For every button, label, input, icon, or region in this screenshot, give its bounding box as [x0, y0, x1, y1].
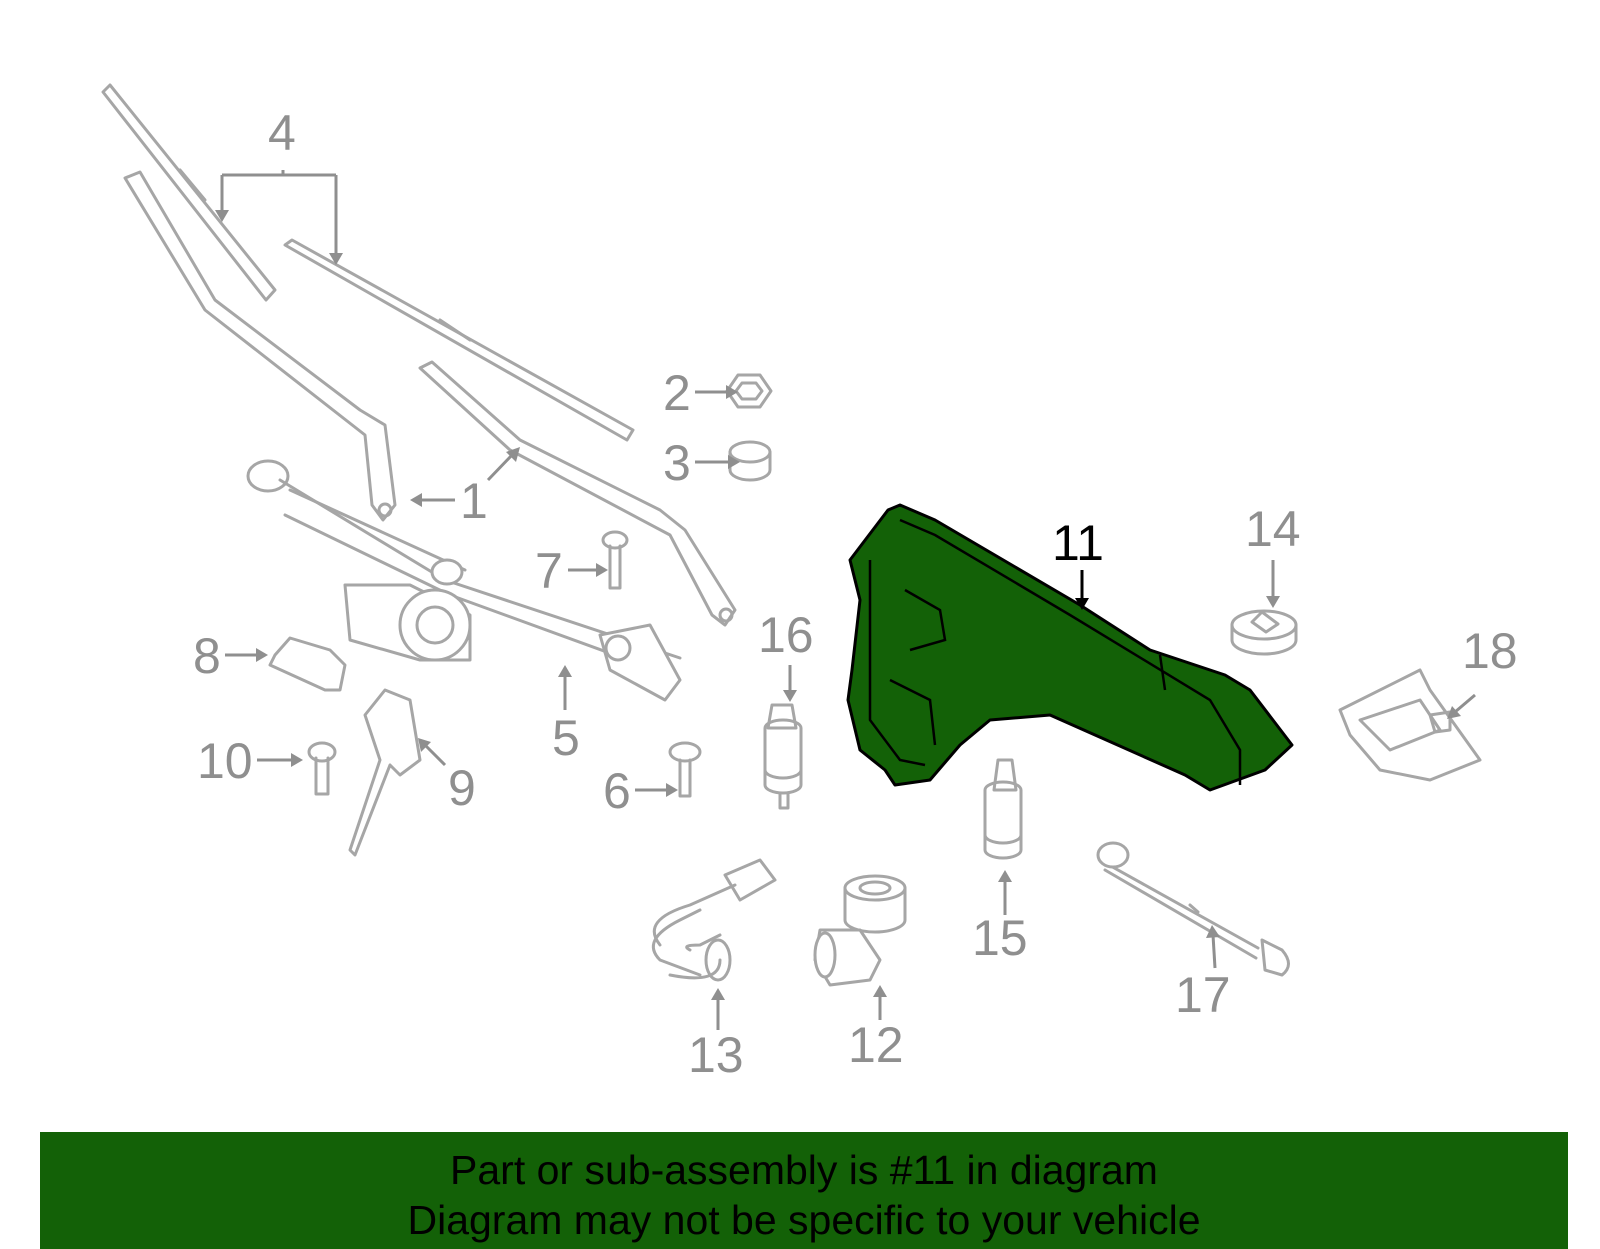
callout-9: 9	[448, 760, 476, 816]
elbow-part-12	[813, 874, 907, 987]
callout-4: 4	[268, 105, 296, 161]
hose-part-13	[651, 858, 777, 982]
callout-labels: 1 2 3 4 5 6 7 8 9 10 11 12 13 14 15 16 1…	[193, 105, 1518, 1083]
washer-pump-part-15	[983, 758, 1023, 860]
info-banner: Part or sub-assembly is #11 in diagram D…	[40, 1132, 1568, 1249]
callout-14: 14	[1245, 501, 1301, 557]
callout-8: 8	[193, 628, 221, 684]
callout-6: 6	[603, 763, 631, 819]
callout-10: 10	[197, 733, 253, 789]
bolt-part-7	[601, 530, 629, 590]
washer-pump-part-16	[763, 703, 803, 810]
callout-5: 5	[552, 710, 580, 766]
callout-3: 3	[663, 435, 691, 491]
level-sensor-part-17	[1096, 841, 1290, 977]
callout-2: 2	[663, 365, 691, 421]
wiper-linkage-part-5	[246, 459, 682, 702]
banner-line-disclaimer: Diagram may not be specific to your vehi…	[407, 1197, 1201, 1243]
clip-part-8	[268, 636, 347, 692]
callout-18: 18	[1462, 623, 1518, 679]
filler-cap-part-14	[1230, 609, 1298, 656]
bolt-part-10	[307, 741, 337, 796]
washer-reservoir-part-11	[846, 503, 1294, 792]
callout-7: 7	[535, 543, 563, 599]
callout-12: 12	[848, 1017, 904, 1073]
wiper-blade-part-4	[101, 83, 635, 442]
screw-part-6	[668, 741, 702, 798]
wiper-arm-part-1	[123, 170, 737, 627]
callout-leaders	[215, 170, 1476, 1030]
callout-13: 13	[688, 1027, 744, 1083]
callout-1: 1	[460, 473, 488, 529]
cap-part-3	[728, 440, 772, 482]
callout-17: 17	[1175, 967, 1231, 1023]
parts-diagram: 1 2 3 4 5 6 7 8 9 10 11 12 13 14 15 16 1…	[101, 83, 1518, 1083]
banner-line-part-number: Part or sub-assembly is #11 in diagram	[450, 1147, 1158, 1193]
bracket-part-18	[1338, 668, 1482, 782]
bracket-part-9	[348, 688, 422, 857]
callout-16: 16	[758, 607, 814, 663]
callout-11-highlighted: 11	[1052, 515, 1104, 571]
callout-15: 15	[972, 910, 1028, 966]
